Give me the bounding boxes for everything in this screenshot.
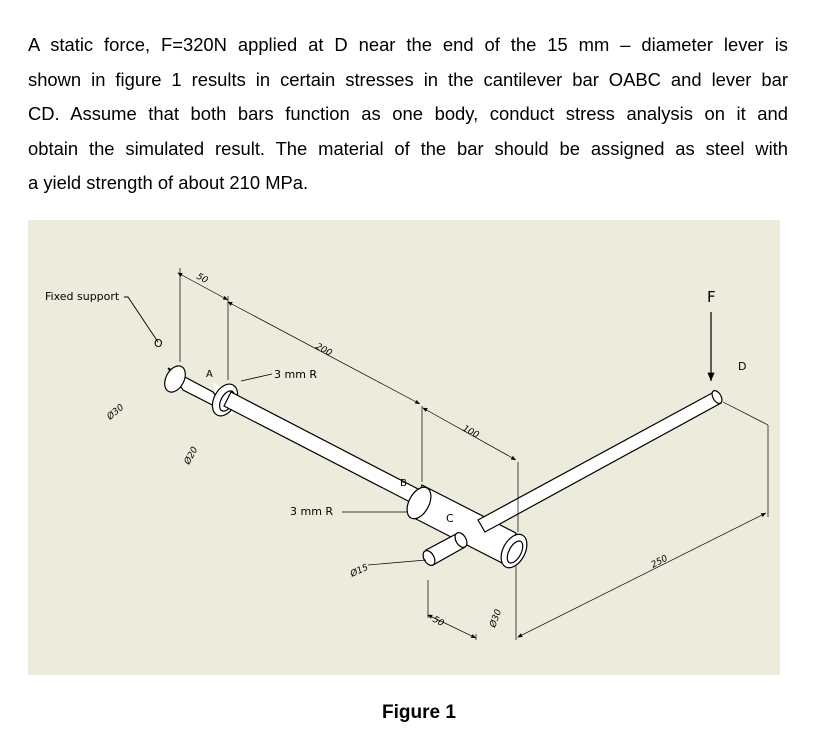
- point-c-label: C: [446, 512, 454, 525]
- dim-dia-15: Ø15: [348, 562, 371, 580]
- figure-1-drawing: Fixed support O A B C D F 3 mm R 3 mm R: [28, 220, 780, 675]
- problem-line-5: a yield strength of about 210 MPa.: [28, 172, 309, 193]
- point-b-label: B: [400, 478, 407, 489]
- radius-leader-top: [240, 373, 273, 382]
- dim-dia-30-left: Ø30: [104, 402, 126, 423]
- radius-label-bottom: 3 mm R: [290, 505, 333, 518]
- fixed-support-leader: [124, 296, 159, 343]
- problem-line-2: shown in figure 1 results in certain str…: [28, 68, 788, 90]
- dim-50-top: 50: [195, 272, 210, 286]
- dim-50-bottom: 50: [431, 615, 446, 629]
- radius-label-top: 3 mm R: [274, 368, 317, 381]
- point-d-label: D: [738, 360, 746, 373]
- dim-dia-30-right: Ø30: [487, 608, 504, 630]
- dim-dia-20: Ø20: [181, 445, 200, 468]
- point-o-label: O: [154, 337, 163, 350]
- problem-line-4: obtain the simulated result. The materia…: [28, 137, 788, 159]
- dim-250: 250: [650, 554, 670, 571]
- dimension-lines: [177, 268, 769, 640]
- lever-drawing-svg: Fixed support O A B C D F 3 mm R 3 mm R: [45, 268, 769, 640]
- problem-line-3: CD. Assume that both bars function as on…: [28, 103, 788, 124]
- problem-statement: A static force, F=320N applied at D near…: [28, 28, 788, 201]
- shaft-body: [164, 365, 723, 569]
- fixed-support-label: Fixed support: [45, 290, 120, 303]
- figure-caption: Figure 1: [382, 702, 456, 723]
- point-a-label: A: [206, 369, 213, 380]
- problem-line-1: A static force, F=320N applied at D near…: [28, 34, 788, 55]
- force-f-label: F: [707, 288, 716, 306]
